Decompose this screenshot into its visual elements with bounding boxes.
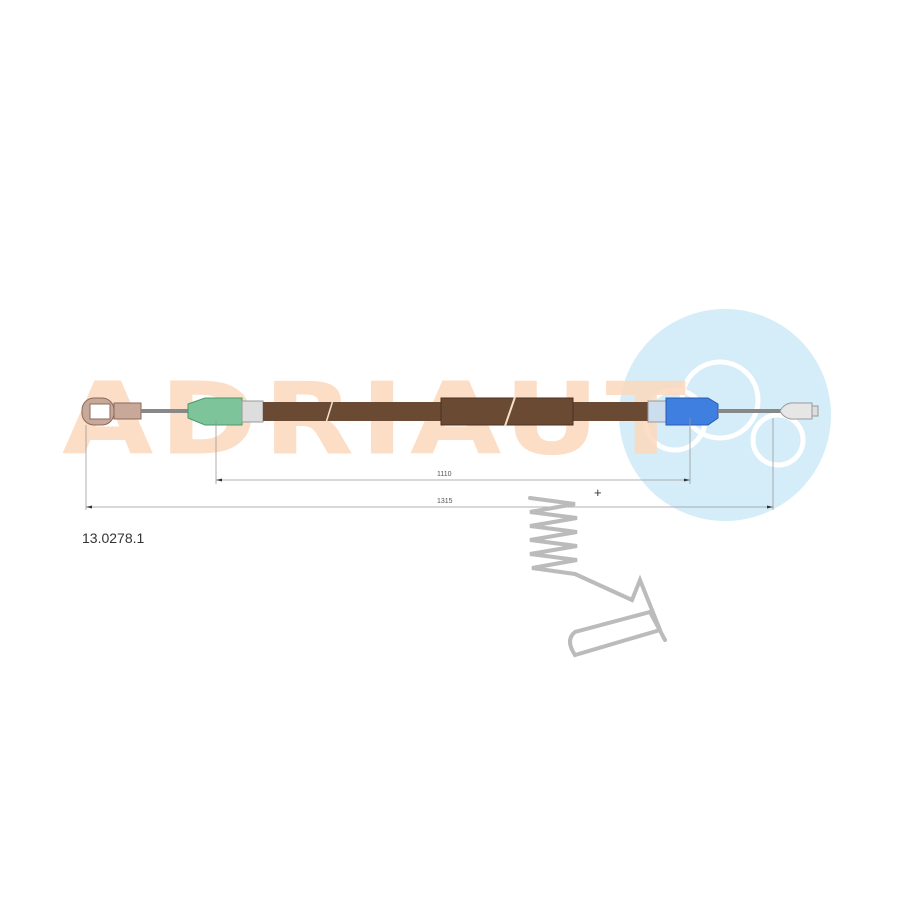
dimension-overall-label: 1315 (437, 498, 453, 505)
left-fitting (187, 397, 243, 426)
right-wire (718, 409, 782, 413)
left-wire (141, 409, 191, 413)
left-sleeve (241, 400, 264, 423)
housing-protector (440, 397, 574, 426)
part-number: 13.0278.1 (82, 530, 145, 546)
dimension-lines (85, 418, 774, 510)
right-sleeve (647, 400, 667, 423)
dimension-inner-label: 1110 (437, 471, 452, 478)
right-fitting (665, 397, 719, 426)
left-thread (113, 402, 142, 420)
spring-icon (528, 496, 667, 658)
plus-mark: + (594, 485, 602, 500)
logo-circle (619, 309, 831, 521)
right-end (779, 402, 813, 420)
cable (81, 396, 819, 427)
